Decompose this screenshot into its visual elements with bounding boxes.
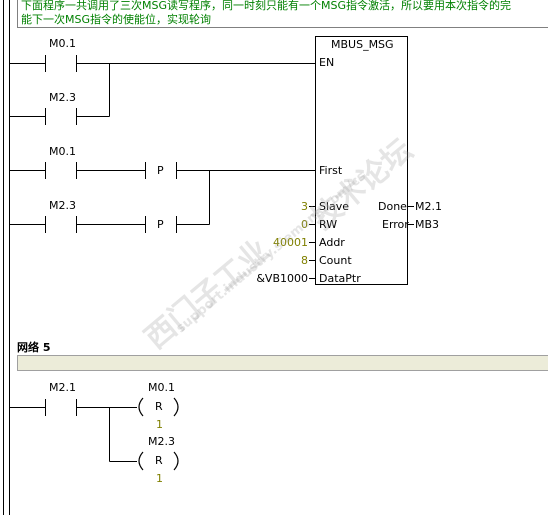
error-output[interactable]: MB3 <box>415 218 440 231</box>
coil-address: M2.3 <box>148 435 175 448</box>
network-comment[interactable]: 下面程序一共调用了三次MSG读写程序，同一时刻只能有一个MSG指令激活，所以要用… <box>17 0 548 28</box>
block-title[interactable]: MBUS_MSG <box>331 38 394 51</box>
comment-line-2: 能下一次MSG指令的使能位，实现轮询 <box>21 13 211 26</box>
pin-first-label: First <box>319 164 343 177</box>
rw-value[interactable]: 0 <box>301 218 308 231</box>
reset-coil[interactable]: R <box>155 400 163 413</box>
pin-done-label: Done <box>378 200 407 213</box>
coil-address: M0.1 <box>148 381 175 394</box>
contact-address: M0.1 <box>49 37 76 50</box>
comment-line-1: 下面程序一共调用了三次MSG读写程序，同一时刻只能有一个MSG指令激活，所以要用… <box>21 0 511 12</box>
pin-count-label: Count <box>319 254 352 267</box>
pin-dataptr-label: DataPtr <box>319 272 361 285</box>
done-output[interactable]: M2.1 <box>415 200 442 213</box>
contact-address: M2.1 <box>49 381 76 394</box>
pin-slave-label: Slave <box>319 200 350 213</box>
coil-count[interactable]: 1 <box>156 472 163 485</box>
reset-coil[interactable]: R <box>155 454 163 467</box>
count-value[interactable]: 8 <box>301 254 308 267</box>
network-comment-field[interactable] <box>17 355 548 371</box>
contact-no-3[interactable] <box>43 159 79 181</box>
pin-addr-label: Addr <box>319 236 345 249</box>
addr-value[interactable]: 40001 <box>273 236 308 249</box>
pin-rw-label: RW <box>319 218 338 231</box>
network-title[interactable]: 网络 5 <box>17 341 51 354</box>
contact-no-5[interactable] <box>43 396 79 418</box>
contact-no-2[interactable] <box>43 105 79 127</box>
coil-count[interactable]: 1 <box>156 418 163 431</box>
positive-transition-contact[interactable]: P <box>157 218 164 231</box>
positive-transition-contact[interactable]: P <box>157 164 164 177</box>
contact-no-4[interactable] <box>43 213 79 235</box>
contact-address: M2.3 <box>49 199 76 212</box>
pin-en-label: EN <box>319 56 335 69</box>
contact-address: M0.1 <box>49 145 76 158</box>
pin-error-label: Error <box>382 218 409 231</box>
slave-value[interactable]: 3 <box>301 200 308 213</box>
contact-address: M2.3 <box>49 91 76 104</box>
contact-no-1[interactable] <box>43 52 79 74</box>
dataptr-value[interactable]: &VB1000 <box>256 272 308 285</box>
